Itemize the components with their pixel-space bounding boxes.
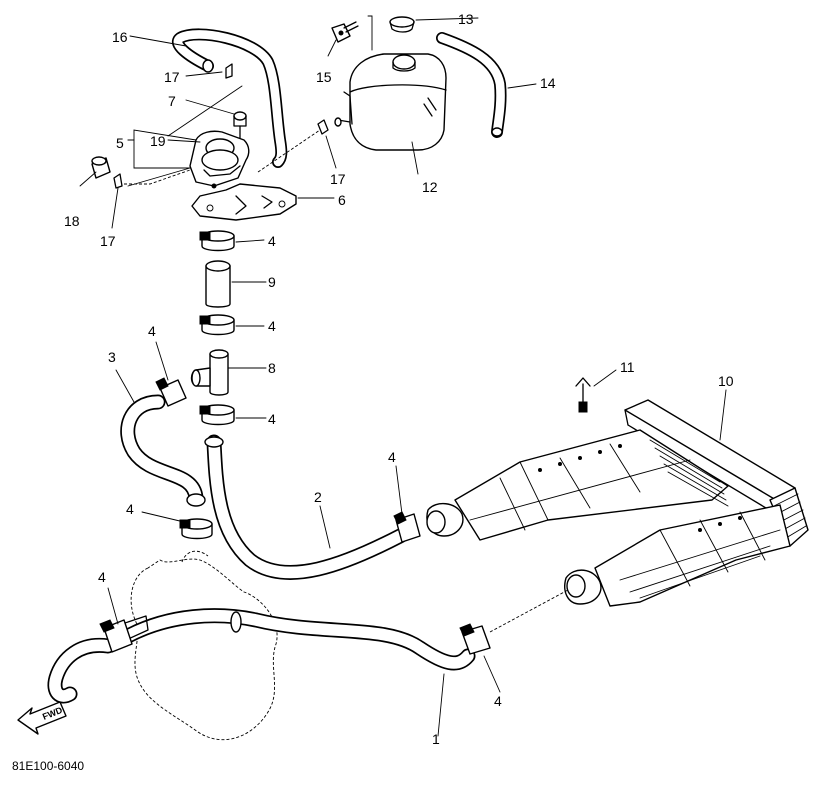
- callout-16: 16: [112, 29, 128, 45]
- fwd-arrow: FWD: [17, 701, 67, 735]
- callout-15: 15: [316, 69, 332, 85]
- pipe-9: [205, 260, 231, 308]
- callout-2: 2: [314, 489, 322, 505]
- cap-18: [91, 156, 111, 179]
- callout-10: 10: [718, 373, 734, 389]
- clamp-4-radiator: [393, 511, 421, 543]
- clamp-4-hose-1-right: [459, 623, 491, 655]
- callout-labels: 16 17 7 5 19 18 17 15 17 13 14 12 6 4 9 …: [64, 11, 734, 747]
- clip-17-c: [113, 173, 123, 189]
- hose-2: [204, 434, 408, 580]
- callout-17-top: 17: [164, 69, 180, 85]
- radiator: [426, 399, 809, 607]
- callout-18: 18: [64, 213, 80, 229]
- callout-3: 3: [108, 349, 116, 365]
- clamp-4-hose-1: [99, 619, 133, 653]
- bracket-plate-6: [191, 183, 297, 221]
- callout-4-left: 4: [126, 501, 134, 517]
- callout-8: 8: [268, 360, 276, 376]
- clamp-4-hose-3: [155, 377, 187, 407]
- callout-5: 5: [116, 135, 124, 151]
- clamp-4-top: [199, 230, 235, 252]
- reservoir-tank: [334, 53, 447, 151]
- callout-17-right: 17: [330, 171, 346, 187]
- callout-13: 13: [458, 11, 474, 27]
- thermostat-housing: [189, 130, 250, 189]
- clamp-4-left: [179, 518, 213, 540]
- callout-4-hose-1-right: 4: [494, 693, 502, 709]
- hose-16: [172, 28, 288, 168]
- clip-17-b: [317, 119, 329, 135]
- callout-9: 9: [268, 274, 276, 290]
- callout-19: 19: [150, 133, 166, 149]
- engine-outline: [130, 550, 278, 741]
- clamp-4-middle: [199, 314, 235, 336]
- callout-17-left: 17: [100, 233, 116, 249]
- hose-14: [436, 32, 507, 138]
- clamp-4-lower: [199, 404, 235, 426]
- callout-4-hose-3: 4: [148, 323, 156, 339]
- callout-14: 14: [540, 75, 556, 91]
- diagram-code: 81E100-6040: [12, 759, 84, 773]
- bolt-11: [575, 377, 591, 413]
- callout-4-radiator: 4: [388, 449, 396, 465]
- callout-6: 6: [338, 192, 346, 208]
- hose-1: [47, 608, 476, 704]
- callout-7: 7: [168, 93, 176, 109]
- cap-13: [389, 16, 415, 33]
- bolt-15: [331, 21, 359, 43]
- callout-12: 12: [422, 179, 438, 195]
- callout-11: 11: [620, 359, 635, 375]
- callout-4-top: 4: [268, 233, 276, 249]
- callout-1: 1: [432, 731, 440, 747]
- bolt-7: [233, 111, 247, 139]
- leader-lines: [79, 15, 727, 737]
- callout-4-middle: 4: [268, 318, 276, 334]
- t-joint-8: [190, 349, 229, 396]
- clip-17-a: [225, 63, 233, 79]
- callout-4-hose-1: 4: [98, 569, 106, 585]
- hose-3: [120, 394, 206, 507]
- callout-4-lower: 4: [268, 411, 276, 427]
